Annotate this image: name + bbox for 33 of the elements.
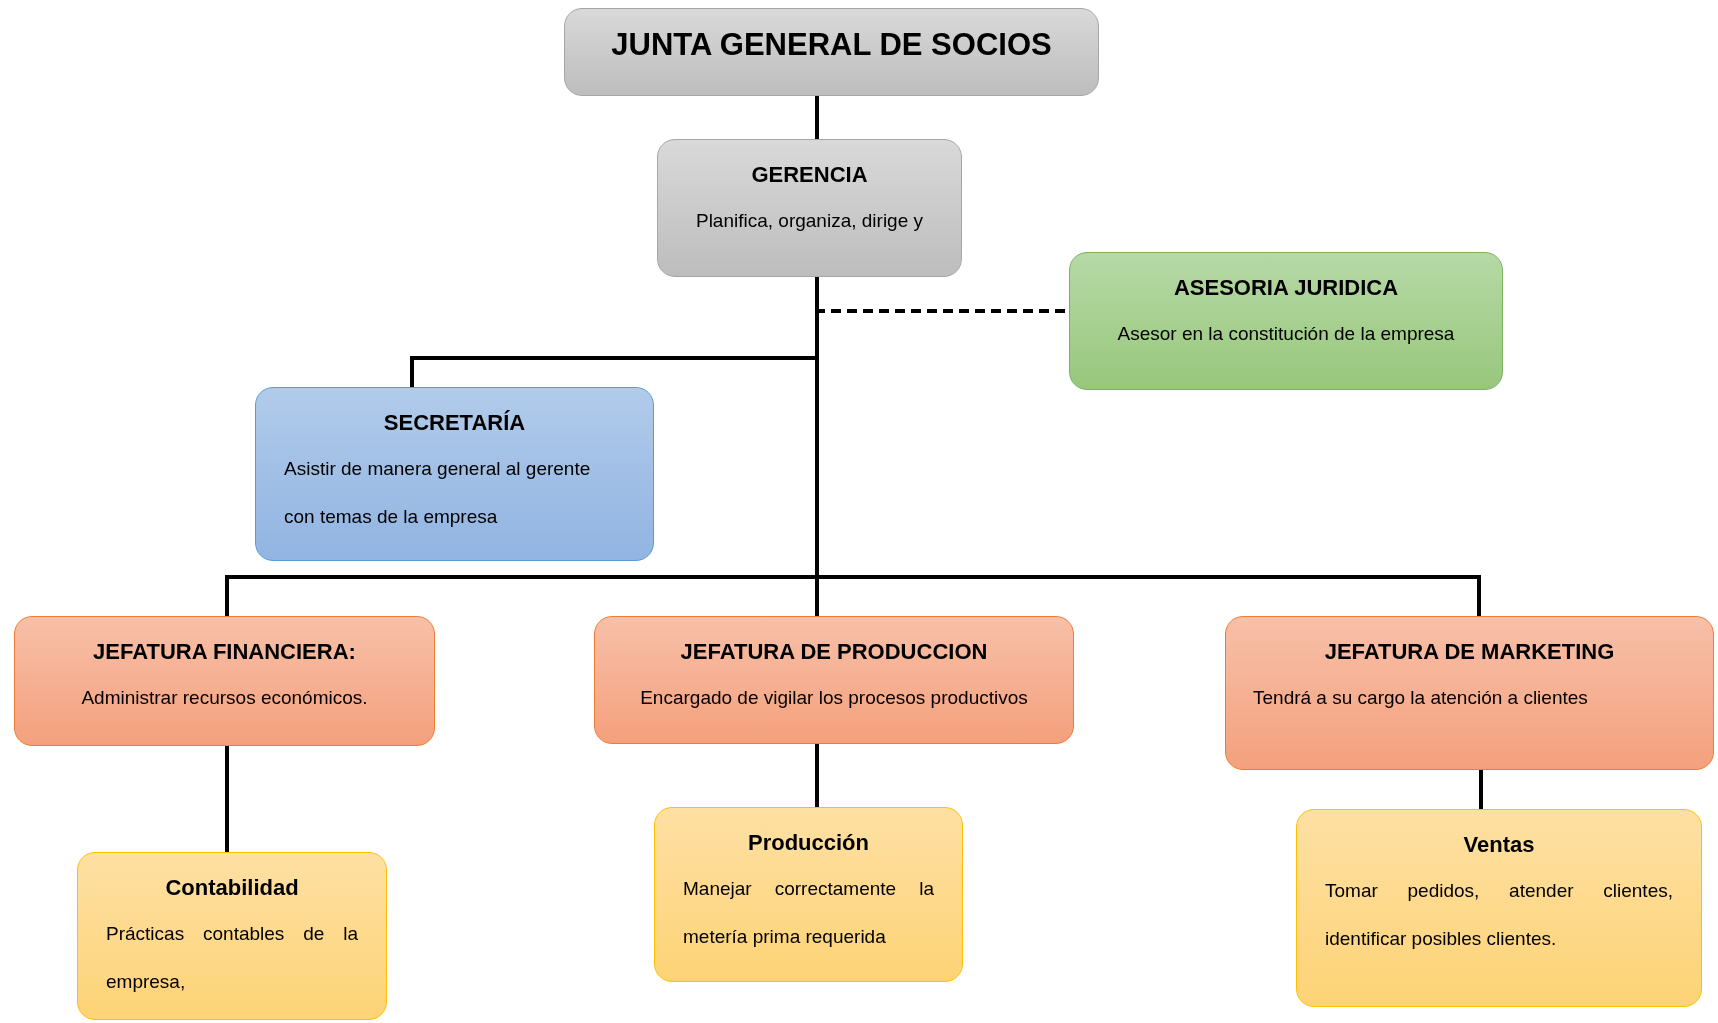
org-box <box>1069 252 1503 390</box>
box-title: JEFATURA FINANCIERA: <box>92 638 357 666</box>
box-title: JEFATURA DE PRODUCCION <box>679 638 989 666</box>
box-title: JUNTA GENERAL DE SOCIOS <box>611 25 1052 64</box>
box-title: JEFATURA DE MARKETING <box>1323 638 1616 666</box>
box-description: Administrar recursos económicos. <box>80 686 369 710</box>
connector-line <box>815 96 819 139</box>
box-description: Encargado de vigilar los procesos productivos <box>639 686 1029 710</box>
box-title: SECRETARÍA <box>382 409 527 437</box>
org-box <box>255 387 654 561</box>
org-box <box>657 139 962 277</box>
box-title: GERENCIA <box>750 161 869 189</box>
box-description: Manejar correctamente la metería prima requerida <box>682 877 935 949</box>
org-box <box>564 8 1099 96</box>
connector-line <box>225 746 229 852</box>
box-title: Contabilidad <box>164 874 300 902</box>
box-description: Prácticas contables de la empresa, <box>105 922 359 994</box>
connector-line <box>815 744 819 807</box>
box-title: ASESORIA JURIDICA <box>1172 274 1400 302</box>
org-box <box>1296 809 1702 1007</box>
box-description: Tendrá a su cargo la atención a clientes <box>1252 686 1589 710</box>
org-box <box>654 807 963 982</box>
box-description: Tomar pedidos, atender clientes, identificar posibles clientes. <box>1324 879 1674 951</box>
org-box <box>77 852 387 1020</box>
org-box <box>1225 616 1714 770</box>
box-description: Planifica, organiza, dirige y <box>694 209 925 233</box>
box-description: Asesor en la constitución de la empresa <box>1116 322 1456 346</box>
box-title: Producción <box>747 829 870 857</box>
box-description: Asistir de manera general al gerente con temas de la empresa <box>283 457 592 529</box>
org-box <box>14 616 435 746</box>
org-box <box>594 616 1074 744</box>
connector-line <box>1479 770 1483 809</box>
box-title: Ventas <box>1462 831 1536 859</box>
